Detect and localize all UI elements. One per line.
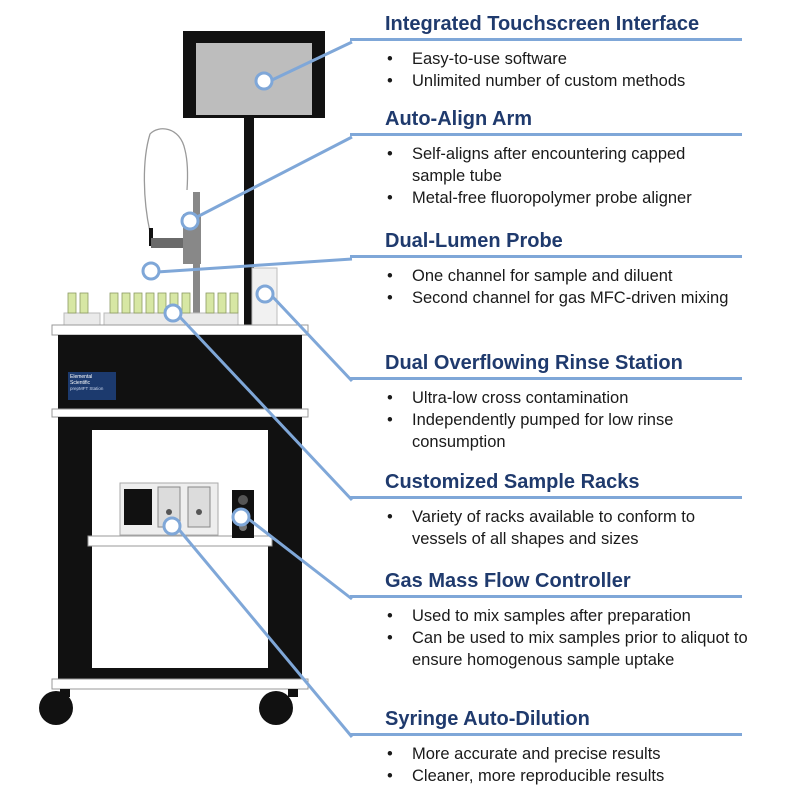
callout-rule	[350, 733, 742, 736]
callout-touchscreen: Integrated Touchscreen Interface • Easy-t…	[350, 13, 780, 92]
bullet-item: • Independently pumped for low rinse cons…	[385, 409, 730, 453]
bullet-text: Metal-free fluoropolymer probe aligner	[412, 189, 692, 207]
bullet-item: • Used to mix samples after preparation	[385, 605, 750, 627]
callout-title: Auto-Align Arm	[385, 108, 533, 130]
callout-rule	[350, 496, 742, 499]
bullet-dot: •	[387, 508, 393, 526]
brand-badge	[68, 372, 116, 400]
bullet-text: Easy-to-use software	[412, 50, 567, 68]
callout-title: Dual Overflowing Rinse Station	[385, 352, 683, 374]
bullet-text: Variety of racks available to conform to…	[412, 508, 696, 548]
bullet-item: • Ultra-low cross contamination	[385, 387, 730, 409]
bullet-list: • More accurate and precise results • Clea…	[385, 743, 780, 787]
bullet-text: Independently pumped for low rinse consu…	[412, 411, 674, 451]
callout-title: Gas Mass Flow Controller	[385, 570, 631, 592]
callout-rule	[350, 133, 742, 136]
bullet-item: • Cleaner, more reproducible results	[385, 765, 780, 787]
bullet-item: • Metal-free fluoropolymer probe aligner	[385, 187, 730, 209]
bullet-item: • One channel for sample and diluent	[385, 265, 730, 287]
bullet-dot: •	[387, 145, 393, 163]
bullet-dot: •	[387, 411, 393, 429]
brand-line1: Elemental	[70, 374, 93, 380]
bullet-item: • Can be used to mix samples prior to ali…	[385, 627, 750, 671]
bullet-list: • One channel for sample and diluent • Sec…	[385, 265, 730, 309]
callout-syringe-auto-dilution: Syringe Auto-Dilution • More accurate and…	[350, 708, 780, 787]
brand-product: prepMFT Station	[70, 386, 104, 391]
bullet-dot: •	[387, 50, 393, 68]
bullet-text: One channel for sample and diluent	[412, 267, 673, 285]
callout-title: Customized Sample Racks	[385, 471, 640, 493]
callout-auto-align-arm: Auto-Align Arm • Self-aligns after encoun…	[350, 108, 780, 209]
callout-title: Integrated Touchscreen Interface	[385, 13, 700, 35]
bullet-dot: •	[387, 607, 393, 625]
sample-racks	[63, 292, 239, 328]
callout-dual-lumen-probe: Dual-Lumen Probe • One channel for sample…	[350, 230, 780, 309]
bullet-list: • Used to mix samples after preparation •…	[385, 605, 750, 671]
bullet-dot: •	[387, 767, 393, 785]
callout-rule	[350, 38, 742, 41]
callout-rule	[350, 377, 742, 380]
bullet-item: • Self-aligns after encountering capped s…	[385, 143, 730, 187]
callout-title: Syringe Auto-Dilution	[385, 708, 590, 730]
bullet-list: • Variety of racks available to conform t…	[385, 506, 750, 550]
bullet-dot: •	[387, 629, 393, 647]
cart-wheels	[39, 689, 298, 725]
bullet-list: • Ultra-low cross contamination • Independ…	[385, 387, 730, 453]
bullet-dot: •	[387, 189, 393, 207]
bullet-list: • Easy-to-use software • Unlimited number …	[385, 48, 780, 92]
callout-markers	[141, 71, 275, 536]
callout-rinse-station: Dual Overflowing Rinse Station • Ultra-lo…	[350, 352, 780, 453]
bullet-text: Ultra-low cross contamination	[412, 389, 629, 407]
bullet-item: • Variety of racks available to conform t…	[385, 506, 750, 550]
callout-title: Dual-Lumen Probe	[385, 230, 563, 252]
bullet-item: • More accurate and precise results	[385, 743, 780, 765]
callout-sample-racks: Customized Sample Racks • Variety of rack…	[350, 471, 780, 550]
bullet-text: Unlimited number of custom methods	[412, 72, 686, 90]
bullet-item: • Easy-to-use software	[385, 48, 780, 70]
bullet-text: Self-aligns after encountering capped sa…	[412, 145, 686, 185]
bullet-text: Used to mix samples after preparation	[412, 607, 691, 625]
callout-connectors	[156, 40, 354, 738]
bullet-dot: •	[387, 267, 393, 285]
callout-rule	[350, 255, 742, 258]
bullet-item: • Unlimited number of custom methods	[385, 70, 780, 92]
brand-badge-text: Elemental Scientific prepMFT Station	[70, 374, 116, 392]
brand-line2: Scientific	[70, 380, 91, 386]
bullet-dot: •	[387, 289, 393, 307]
bullet-text: More accurate and precise results	[412, 745, 661, 763]
bullet-item: • Second channel for gas MFC-driven mixin…	[385, 287, 730, 309]
touchscreen-monitor	[183, 31, 325, 328]
bullet-text: Cleaner, more reproducible results	[412, 767, 665, 785]
bullet-text: Can be used to mix samples prior to aliq…	[412, 629, 748, 669]
tubing-fitting	[149, 228, 153, 246]
probe-tubing	[143, 128, 189, 233]
bullet-dot: •	[387, 745, 393, 763]
bullet-dot: •	[387, 72, 393, 90]
bullet-list: • Self-aligns after encountering capped s…	[385, 143, 730, 209]
callout-rule	[350, 595, 742, 598]
bullet-dot: •	[387, 389, 393, 407]
callout-gas-mfc: Gas Mass Flow Controller • Used to mix sa…	[350, 570, 780, 671]
bullet-text: Second channel for gas MFC-driven mixing	[412, 289, 729, 307]
